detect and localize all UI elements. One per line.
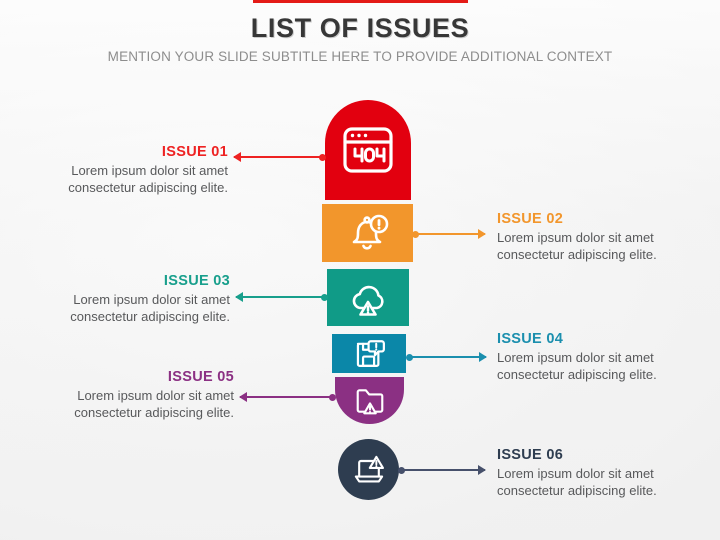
issue-body: Lorem ipsum dolor sit amet consectetur a… <box>74 388 234 420</box>
laptop-warning-icon <box>351 452 387 488</box>
issue-text-2: ISSUE 02 Lorem ipsum dolor sit amet cons… <box>497 211 702 263</box>
connector-3 <box>235 292 328 302</box>
issue-shape-4[interactable] <box>332 334 406 373</box>
issue-label: ISSUE 01 <box>161 144 228 160</box>
page-title: LIST OF ISSUES <box>250 13 470 43</box>
issue-text-4: ISSUE 04 Lorem ipsum dolor sit amet cons… <box>497 331 702 383</box>
issue-shape-6[interactable] <box>338 439 399 500</box>
issue-label: ISSUE 02 <box>497 211 564 227</box>
connector-5 <box>239 392 336 402</box>
connector-dot <box>319 153 326 161</box>
connector-dot <box>412 230 419 238</box>
issue-label: ISSUE 06 <box>497 447 564 463</box>
save-alert-icon <box>352 337 386 371</box>
issue-body: Lorem ipsum dolor sit amet consectetur a… <box>497 230 657 262</box>
cloud-warning-icon <box>345 275 391 321</box>
connector-arrow <box>233 152 241 162</box>
issue-body: Lorem ipsum dolor sit amet consectetur a… <box>497 466 657 498</box>
connector-dot <box>398 466 405 474</box>
issue-text-3: ISSUE 03 Lorem ipsum dolor sit amet cons… <box>25 273 230 325</box>
connector-1 <box>233 152 326 162</box>
connector-4 <box>406 352 487 362</box>
bell-alert-icon <box>345 210 391 256</box>
issue-shape-1[interactable] <box>325 100 411 200</box>
connector-2 <box>412 229 486 239</box>
connector-dot <box>406 353 413 361</box>
issue-label: ISSUE 04 <box>497 331 564 347</box>
connector-arrow <box>478 229 486 239</box>
connector-dot <box>329 393 336 401</box>
issue-text-6: ISSUE 06 Lorem ipsum dolor sit amet cons… <box>497 447 702 499</box>
connector-arrow <box>479 352 487 362</box>
issue-text-5: ISSUE 05 Lorem ipsum dolor sit amet cons… <box>29 369 234 421</box>
connector-6 <box>398 465 486 475</box>
issue-body: Lorem ipsum dolor sit amet consectetur a… <box>70 292 230 324</box>
issue-label: ISSUE 05 <box>167 369 234 385</box>
page-subtitle: MENTION YOUR SLIDE SUBTITLE HERE TO PROV… <box>107 49 613 64</box>
issue-shape-3[interactable] <box>327 269 409 326</box>
title-accent-bar <box>253 0 468 3</box>
connector-arrow <box>478 465 486 475</box>
connector-dot <box>321 293 328 301</box>
connector-arrow <box>235 292 243 302</box>
issue-label: ISSUE 03 <box>163 273 230 289</box>
issue-shape-5[interactable] <box>335 377 404 424</box>
connector-arrow <box>239 392 247 402</box>
issue-text-1: ISSUE 01 Lorem ipsum dolor sit amet cons… <box>23 144 228 196</box>
issue-shape-2[interactable] <box>322 204 413 262</box>
issue-body: Lorem ipsum dolor sit amet consectetur a… <box>497 350 657 382</box>
folder-warning-icon <box>352 383 388 419</box>
issue-body: Lorem ipsum dolor sit amet consectetur a… <box>68 163 228 195</box>
browser-404-icon <box>339 121 397 179</box>
